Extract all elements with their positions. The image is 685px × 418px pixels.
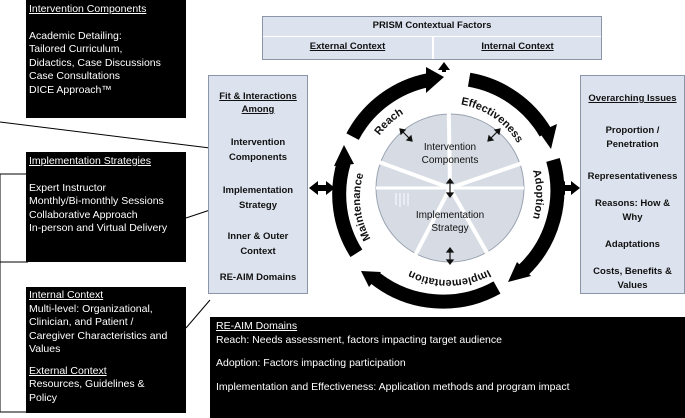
issue-costs-2: Values: [617, 280, 648, 291]
issue-reasons-2: Why: [622, 212, 643, 223]
label-adoption: Adoption: [530, 168, 545, 221]
arrowhead-adoption: [508, 262, 531, 282]
arrow-adoption: [518, 157, 565, 276]
top-arrow-tip: [438, 62, 450, 72]
intervention-line-1: Academic Detailing:: [29, 29, 122, 42]
center-intervention-1: Intervention: [424, 142, 476, 153]
arrowhead-reach: [426, 67, 444, 93]
connection-arrows: [309, 62, 580, 195]
arrowhead-maintenance: [334, 145, 354, 166]
external-line-2: Policy: [29, 391, 58, 404]
intervention-components-title: Intervention Components: [29, 3, 147, 15]
inner-hatching: [395, 193, 409, 207]
fit-item-reaim: RE-AIM Domains: [219, 272, 297, 283]
arrow-reach: [346, 73, 431, 141]
intervention-line-4: Case Consultations: [29, 70, 121, 82]
internal-line-3: Caregiver Characteristics and: [29, 329, 168, 342]
overarching-issues-panel: Overarching Issues Proportion / Penetrat…: [580, 75, 685, 294]
center-strategy-2: Strategy: [431, 223, 468, 234]
implementation-strategies-box: Implementation Strategies Expert Instruc…: [26, 152, 186, 262]
reaim-line-implementation: Implementation and Effectiveness: Applic…: [216, 380, 570, 393]
prism-internal: Internal Context: [481, 41, 554, 52]
reaim-line-reach: Reach: Needs assessment, factors impacti…: [216, 333, 502, 346]
context-box: Internal Context Multi-level: Organizati…: [26, 287, 186, 413]
arrowhead-implementation: [361, 271, 381, 287]
intervention-line-2: Tailored Curriculum,: [29, 43, 123, 55]
reaim-line-adoption: Adoption: Factors impacting participatio…: [216, 357, 406, 369]
prism-header: PRISM Contextual Factors External Contex…: [262, 16, 602, 60]
issue-costs-1: Costs, Benefits &: [593, 266, 672, 277]
cycle-arrowheads: [334, 67, 557, 287]
arrow-maintenance: [332, 159, 363, 258]
internal-line-2: Clinician, and Patient /: [29, 316, 134, 328]
prism-title: PRISM Contextual Factors: [372, 20, 492, 31]
fit-item-strategy-1: Implementation: [222, 185, 294, 196]
reaim-domains-box: RE-AIM Domains Reach: Needs assessment, …: [210, 317, 685, 418]
label-implementation: Implementation: [406, 267, 493, 289]
right-double-arrow: [556, 181, 580, 195]
issue-representativeness: Representativeness: [587, 171, 678, 182]
prism-external: External Context: [309, 41, 386, 52]
center-strategy-1: Implementation: [416, 210, 484, 221]
fit-interactions-panel: Fit & Interactions Among Intervention Co…: [208, 75, 308, 294]
issue-proportion-2: Penetration: [606, 139, 659, 150]
cycle-arrows: [332, 72, 565, 309]
arrowhead-effectiveness: [539, 124, 557, 149]
fit-item-intervention-2: Components: [228, 152, 288, 163]
arrow-implementation: [370, 272, 501, 309]
left-double-arrow: [309, 181, 335, 195]
inner-small-arrows: [399, 128, 501, 265]
intervention-components-box: Intervention Components Academic Detaili…: [26, 0, 186, 118]
fit-item-strategy-2: Strategy: [238, 200, 277, 211]
external-context-title: External Context: [29, 364, 107, 377]
arrow-effectiveness: [467, 72, 552, 137]
issue-reasons-1: Reasons: How &: [595, 198, 670, 209]
fit-title-1: Fit & Interactions: [219, 91, 297, 102]
strategy-line-4: In-person and Virtual Delivery: [29, 222, 168, 234]
center-intervention-2: Components: [422, 155, 479, 166]
issue-adaptations: Adaptations: [605, 239, 660, 250]
intervention-line-5: DICE Approach™: [29, 83, 112, 96]
spokes: [334, 63, 564, 301]
fit-item-context-1: Inner & Outer: [227, 231, 289, 242]
internal-line-1: Multi-level: Organizational,: [29, 302, 153, 315]
strategy-line-2: Monthly/Bi-monthly Sessions: [29, 195, 164, 207]
internal-context-title: Internal Context: [29, 289, 104, 301]
strategy-line-1: Expert Instructor: [29, 181, 107, 194]
fit-item-context-2: Context: [240, 246, 276, 257]
fit-title-2: Among: [241, 104, 275, 115]
issues-title: Overarching Issues: [588, 93, 677, 104]
label-maintenance: Maintenance: [351, 172, 373, 243]
implementation-strategies-title: Implementation Strategies: [29, 155, 151, 167]
fit-item-intervention-1: Intervention: [230, 137, 286, 148]
internal-line-4: Values: [29, 343, 61, 355]
intervention-line-3: Didactics, Case Discussions: [29, 56, 161, 69]
external-line-1: Resources, Guidelines &: [29, 378, 145, 390]
strategy-line-3: Collaborative Approach: [29, 208, 138, 221]
reaim-title: RE-AIM Domains: [216, 320, 298, 332]
issue-proportion-1: Proportion /: [605, 125, 660, 136]
